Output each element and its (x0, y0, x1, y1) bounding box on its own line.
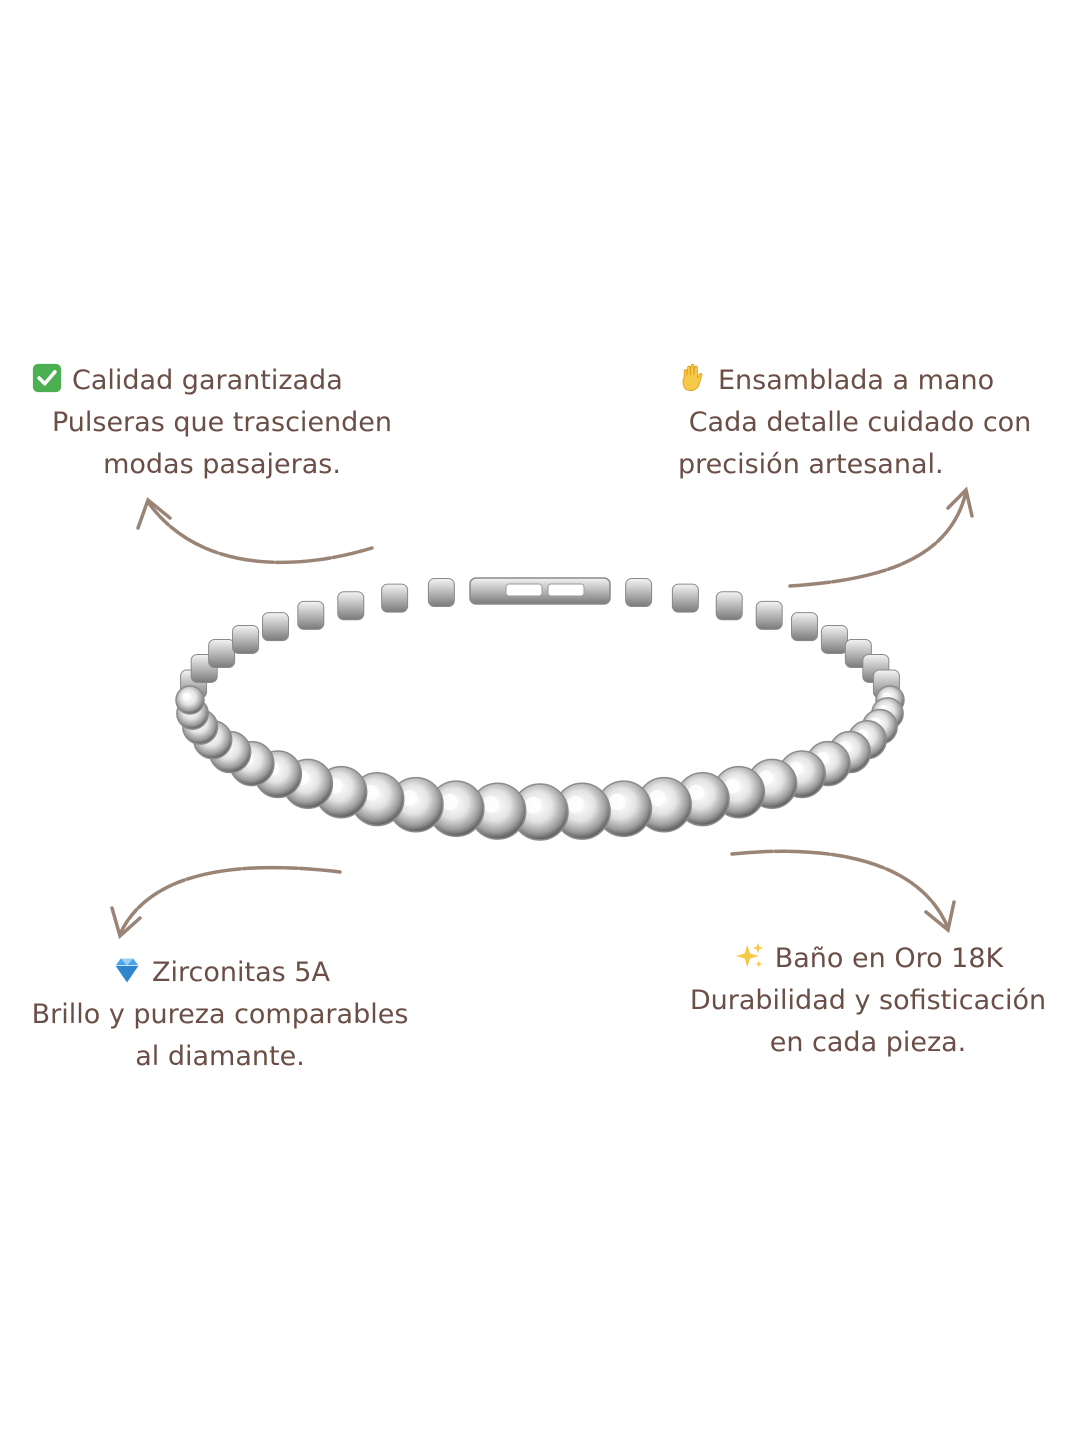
arrow-bottom-right-head (924, 900, 956, 934)
feature-zirconia: Zirconitas 5A Brillo y pureza comparable… (20, 952, 420, 1078)
feature-handmade-title-line: Ensamblada a mano (660, 360, 1060, 402)
feature-quality-title-line: Calidad garantizada (22, 360, 422, 402)
bracelet-link (715, 591, 743, 621)
bracelet-stone (595, 780, 653, 838)
arrow-bottom-right (730, 849, 950, 930)
bracelet-link (755, 600, 783, 630)
feature-zirconia-line2: Brillo y pureza comparables (31, 999, 409, 1030)
feature-quality-line2: Pulseras que trascienden (51, 407, 393, 438)
bracelet-link (625, 578, 653, 608)
bracelet-stone (469, 782, 527, 840)
bracelet-link (208, 638, 236, 668)
feature-quality-line3: modas pasajeras. (103, 449, 341, 480)
arrow-top-right (788, 490, 968, 588)
feature-quality-title: Calidad garantizada (72, 365, 343, 396)
bracelet-link (232, 624, 260, 654)
feature-gold-plating: Baño en Oro 18K Durabilidad y sofisticac… (668, 938, 1068, 1064)
feature-handmade-line3: precisión artesanal. (678, 449, 944, 480)
gem-icon (115, 958, 139, 983)
bracelet-link (261, 612, 289, 642)
feature-gold-plating-line2: Durabilidad y sofisticación (689, 985, 1047, 1016)
bracelet-link (337, 591, 365, 621)
bracelet-link (820, 624, 848, 654)
bracelet-front-stones (175, 685, 905, 841)
arrow-bottom-left (118, 865, 342, 936)
bracelet-stone (511, 783, 569, 841)
feature-handmade-line2: Cada detalle cuidado con (688, 407, 1032, 438)
check-box-icon (32, 363, 62, 393)
arrow-top-left (146, 500, 374, 565)
bracelet-link (791, 612, 819, 642)
bracelet-link (427, 578, 455, 608)
arrow-bottom-left-head (110, 906, 142, 940)
feature-gold-plating-title: Baño en Oro 18K (774, 943, 1004, 974)
bracelet-stone (427, 780, 485, 838)
bracelet-link (297, 600, 325, 630)
feature-zirconia-title: Zirconitas 5A (152, 957, 330, 988)
feature-gold-plating-line3: en cada pieza. (769, 1027, 967, 1058)
sparkles-icon (735, 942, 763, 968)
feature-zirconia-line3: al diamante. (135, 1041, 305, 1072)
bracelet-clasp (469, 577, 611, 605)
bracelet-link (671, 583, 699, 613)
feature-handmade-title: Ensamblada a mano (718, 365, 995, 396)
bracelet-link (381, 583, 409, 613)
bracelet-stone (175, 685, 205, 715)
feature-handmade: Ensamblada a mano Cada detalle cuidado c… (660, 360, 1060, 486)
feature-gold-plating-title-line: Baño en Oro 18K (668, 938, 1068, 980)
arrow-top-left-head (136, 497, 172, 530)
raised-hand-icon (682, 363, 703, 391)
feature-zirconia-title-line: Zirconitas 5A (20, 952, 420, 994)
bracelet-stone (553, 782, 611, 840)
arrow-top-right-head (946, 486, 974, 518)
feature-quality: Calidad garantizada Pulseras que trascie… (22, 360, 422, 486)
